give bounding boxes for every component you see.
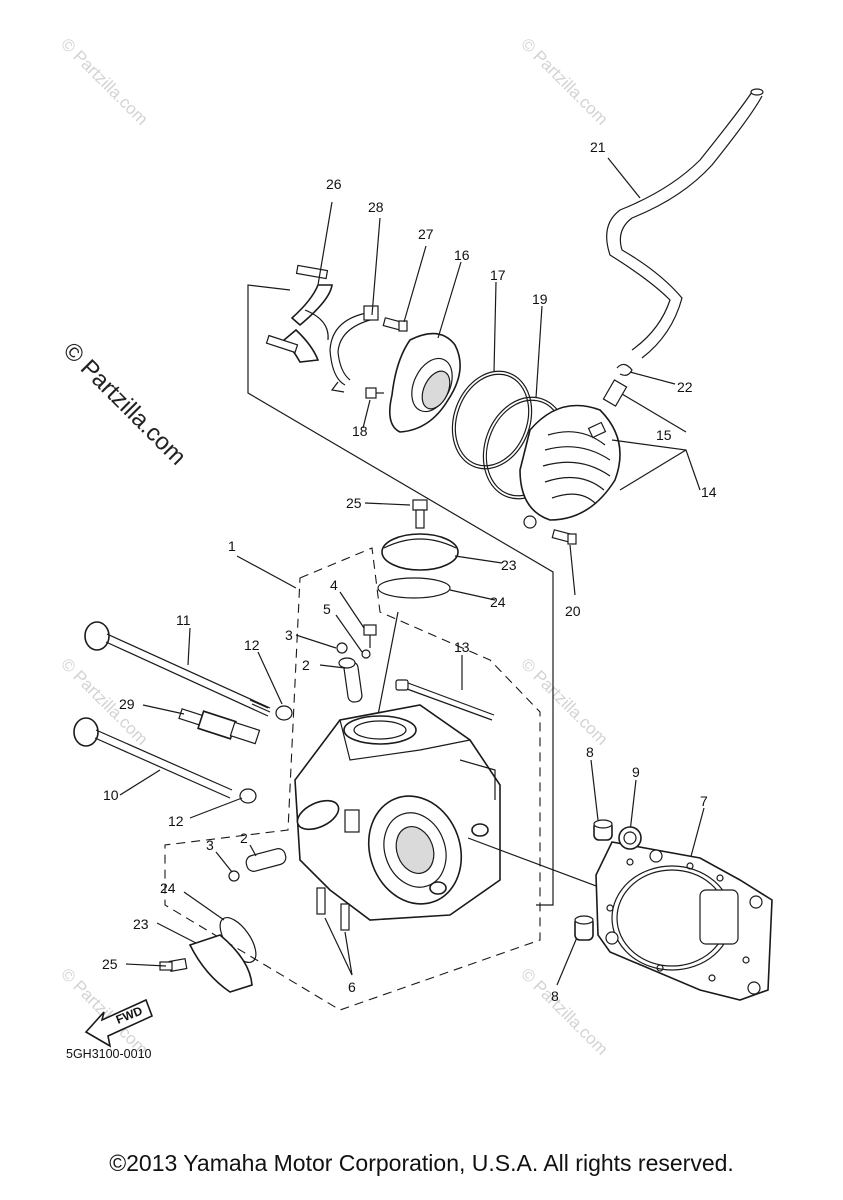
spark-plug-part-29: [178, 708, 261, 745]
callout-label: 29: [119, 696, 135, 712]
callout-label: 22: [677, 379, 693, 395]
callout-label: 2: [302, 657, 310, 673]
callout-label: 11: [176, 612, 191, 628]
tube-part-2-bottom: [245, 848, 287, 872]
cap-part-23-top: [381, 533, 459, 571]
callout-label: 20: [565, 603, 581, 619]
callout-label: 13: [454, 639, 470, 655]
callout-label: 14: [701, 484, 717, 500]
leader-line: [377, 611, 399, 716]
callout-label: 6: [348, 979, 356, 995]
bolt-part-27: [382, 317, 408, 332]
callout-label: 2: [240, 830, 248, 846]
callout-label: 4: [330, 577, 338, 593]
callout-label: 8: [551, 988, 559, 1004]
tube-part-2-top: [338, 657, 363, 703]
o-ring-part-17: [451, 370, 533, 470]
o-ring-part-24-top: [377, 577, 451, 599]
watermark: © Partzilla.com: [517, 654, 611, 748]
callout-label: 9: [632, 764, 640, 780]
bolt-part-20: [551, 529, 577, 545]
callout-label: 17: [490, 267, 506, 283]
callout-label: 24: [490, 594, 506, 610]
head-gasket-part-7: [595, 841, 773, 1001]
callout-label: 12: [168, 813, 184, 829]
long-bolt-part-10: [73, 717, 233, 799]
clamp-band-part-28: [329, 305, 379, 393]
callout-label: 12: [244, 637, 260, 653]
callout-label: 28: [368, 199, 384, 215]
o-ring-part-3-bottom: [228, 870, 240, 882]
callout-label: 7: [700, 793, 708, 809]
cylinder-head-part-1: [294, 704, 501, 921]
bolt-part-25-bottom: [159, 957, 188, 973]
callout-label: 16: [454, 247, 470, 263]
dowel-part-8-lower: [574, 915, 594, 941]
diagram-part-code: 5GH3100-0010: [66, 1047, 152, 1061]
callout-label: 18: [352, 423, 368, 439]
screw-part-18: [365, 387, 384, 399]
fitting-part-15: [602, 379, 628, 407]
callout-label: 25: [346, 495, 362, 511]
studs-part-6: [316, 887, 350, 931]
callout-labels: 1 2 2 3 3 4 5 6 7 8 8 9 10 11 12 12 13 1…: [102, 139, 717, 1004]
washer-part-5: [361, 649, 371, 659]
ring-part-9: [618, 826, 642, 850]
cover-part-14: [519, 404, 621, 529]
callout-label: 24: [160, 880, 176, 896]
watermark: © Partzilla.com: [57, 654, 151, 748]
callout-label: 27: [418, 226, 434, 242]
callout-label: 5: [323, 601, 331, 617]
watermark: © Partzilla.com: [517, 34, 611, 128]
callout-label: 21: [590, 139, 606, 155]
watermark-large: © Partzilla.com: [58, 337, 191, 470]
callout-label: 10: [103, 787, 119, 803]
washer-part-12-upper: [275, 705, 293, 721]
bolt-part-4: [363, 624, 377, 648]
o-ring-part-3-top: [336, 642, 348, 654]
callout-label: 1: [228, 538, 236, 554]
callout-label: 3: [285, 627, 293, 643]
group-bracket-line: [247, 284, 554, 906]
copyright-notice: ©2013 Yamaha Motor Corporation, U.S.A. A…: [109, 1150, 734, 1176]
watermark: © Partzilla.com: [57, 34, 151, 128]
washer-part-12-lower: [239, 788, 257, 804]
bolt-part-13: [395, 679, 495, 721]
long-bolt-part-11: [84, 621, 271, 717]
cap-part-23-bottom: [188, 934, 253, 993]
group-1-dashed-outline: [164, 547, 541, 1011]
plate-part-16: [389, 332, 461, 433]
callout-label: 8: [586, 744, 594, 760]
callout-label: 19: [532, 291, 548, 307]
watermark: © Partzilla.com: [517, 964, 611, 1058]
callout-label: 15: [656, 427, 672, 443]
callout-label: 23: [501, 557, 517, 573]
bolt-part-25-top: [412, 499, 428, 529]
callout-label: 25: [102, 956, 118, 972]
bracket-part-26: [265, 264, 333, 363]
dowel-part-8-upper: [593, 819, 613, 841]
callout-label: 26: [326, 176, 342, 192]
clip-part-22: [616, 363, 633, 376]
callout-label: 23: [133, 916, 149, 932]
hose-part-21: [606, 88, 764, 359]
leader-lines: [119, 157, 705, 986]
callout-label: 3: [206, 837, 214, 853]
